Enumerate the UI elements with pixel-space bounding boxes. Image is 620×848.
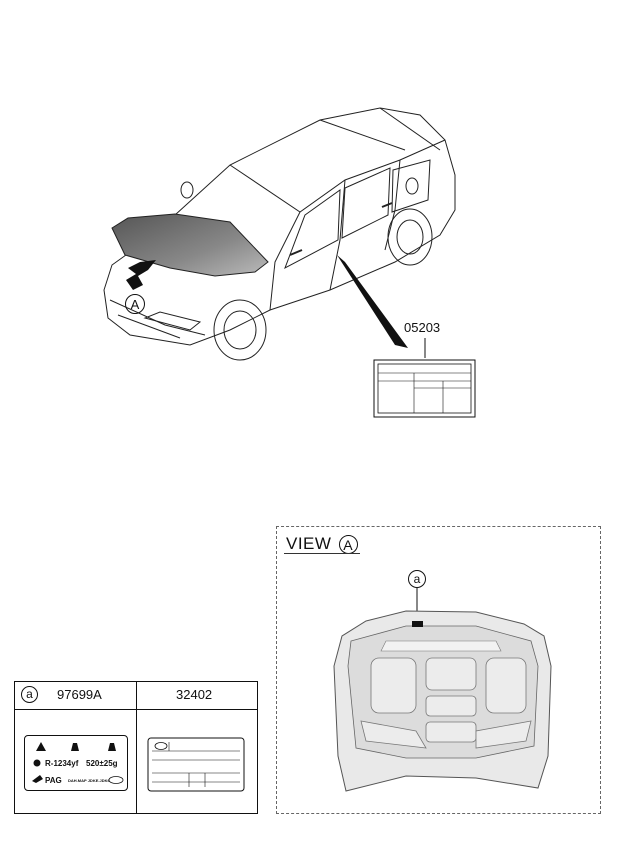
- oil-fine-print: DAH.MAP JDKE.JDK6: [68, 778, 110, 783]
- car-illustration: [103, 107, 476, 418]
- oil-type: PAG: [45, 776, 62, 785]
- person-icon: [71, 743, 79, 751]
- leader-line: [337, 255, 408, 348]
- view-title: VIEW A: [286, 534, 358, 555]
- table-divider-v: [136, 681, 137, 814]
- refrigerant-type: R-1234yf: [45, 759, 79, 768]
- view-underline: [284, 553, 360, 554]
- arrow-icon: [126, 260, 156, 290]
- label-diagram-32402: [147, 737, 245, 792]
- oil-can-icon: [32, 775, 43, 783]
- label-location-marker: [412, 621, 423, 627]
- part-number-32402: 32402: [176, 687, 213, 702]
- refrigerant-label-icons: [32, 742, 124, 784]
- rear-wheel: [387, 208, 433, 266]
- car-body-outline: [103, 107, 456, 346]
- warning-icon: [36, 742, 46, 751]
- view-a-box: [276, 526, 601, 814]
- table-divider-h: [14, 709, 258, 710]
- detail-a-marker: a: [408, 570, 426, 588]
- part-number-97699a: 97699A: [57, 687, 102, 702]
- table-a-marker: a: [21, 686, 38, 703]
- gear-icon: [33, 759, 41, 767]
- book-icon: [108, 743, 116, 751]
- part-number-05203: 05203: [404, 320, 441, 335]
- label-diagram-05203: [373, 359, 476, 418]
- refrigerant-charge: 520±25g: [86, 759, 118, 768]
- view-label: VIEW: [286, 534, 332, 553]
- refrigerant-label: [24, 735, 128, 791]
- hood-underside-illustration: [333, 588, 552, 792]
- view-a-marker: A: [125, 294, 145, 314]
- front-wheel: [213, 299, 267, 361]
